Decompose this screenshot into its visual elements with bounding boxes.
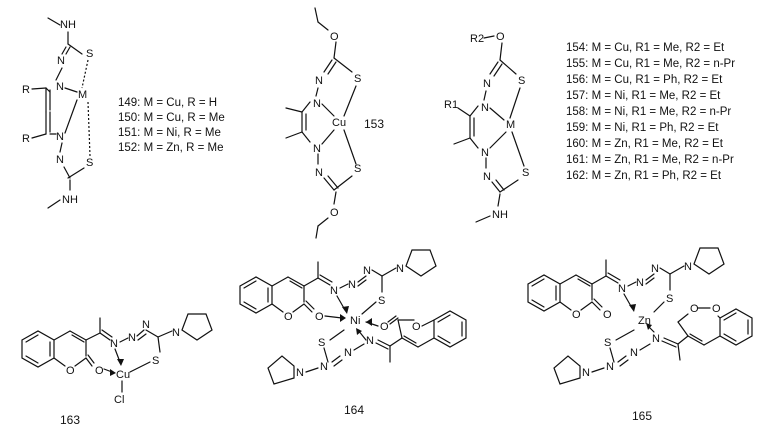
s-label: S (86, 48, 93, 60)
n-label: N (296, 367, 304, 379)
metal-label: Cu (332, 117, 346, 129)
structure-153: O S N N Cu N N S O 153 (285, 7, 384, 239)
n-label: N (630, 347, 638, 359)
o-label: O (496, 31, 505, 43)
nh-label: NH (62, 194, 78, 206)
metal-label: M (78, 89, 87, 101)
o-label: O (690, 303, 699, 315)
metal-label: Cu (116, 369, 130, 381)
n-label: N (348, 279, 356, 291)
n-label: N (652, 333, 660, 345)
o-label: O (412, 321, 421, 333)
n-label: N (128, 332, 136, 344)
s-label: S (354, 163, 361, 175)
legend-line: 152: M = Zn, R = Me (118, 142, 223, 154)
r-label: R (22, 84, 30, 96)
legend-line: 159: M = Ni, R1 = Ph, R2 = Et (566, 122, 719, 134)
n-label: N (313, 98, 321, 110)
r-label: R (22, 133, 30, 145)
s-label: S (666, 293, 673, 305)
s-label: S (604, 337, 611, 349)
structure-154-162: R2 O S N N M R1 N N S NH 154: M = Cu, R1… (444, 31, 735, 223)
n-label: N (142, 319, 150, 331)
nh-label: NH (492, 209, 508, 221)
legend-line: 157: M = Ni, R1 = Me, R2 = Et (566, 90, 721, 102)
n-label: N (57, 55, 65, 67)
legend-line: 149: M = Cu, R = H (118, 97, 217, 109)
n-label: N (618, 283, 626, 295)
n-label: N (315, 75, 323, 87)
o-label: O (330, 31, 339, 43)
n-label: N (366, 335, 374, 347)
s-label: S (152, 355, 159, 367)
n-label: N (330, 285, 338, 297)
n-label: N (56, 154, 64, 166)
o-label: O (712, 303, 721, 315)
n-label: N (396, 263, 404, 275)
r1-label: R1 (444, 99, 458, 111)
s-label: S (522, 167, 529, 179)
o-label: O (284, 311, 293, 323)
n-label: N (483, 78, 491, 90)
n-label: N (684, 261, 692, 273)
o-label: O (66, 365, 75, 377)
legend-line: 155: M = Cu, R1 = Me, R2 = n-Pr (566, 58, 735, 70)
n-label: N (313, 143, 321, 155)
o-label: O (380, 321, 389, 333)
compound-number: 163 (60, 413, 80, 427)
compound-number: 165 (632, 409, 652, 423)
legend-line: 158: M = Ni, R1 = Me, R2 = n-Pr (566, 106, 731, 118)
structure-165: O O N N N S N Zn O O (527, 247, 753, 423)
metal-label: Ni (350, 315, 360, 327)
n-label: N (582, 367, 590, 379)
n-label: N (363, 265, 371, 277)
n-label: N (315, 167, 323, 179)
n-label: N (606, 361, 614, 373)
r2-label: R2 (470, 33, 484, 45)
s-label: S (318, 337, 325, 349)
s-label: S (518, 75, 525, 87)
s-label: S (378, 295, 385, 307)
s-label: S (86, 157, 93, 169)
o-label: O (315, 311, 324, 323)
n-label: N (481, 147, 489, 159)
compound-number: 153 (364, 117, 384, 131)
n-label: N (172, 327, 180, 339)
o-label: O (603, 309, 612, 321)
nh-label: NH (60, 19, 76, 31)
legend-line: 156: M = Cu, R1 = Ph, R2 = Et (566, 74, 723, 86)
o-label: O (330, 207, 339, 219)
structure-149-152: NH N S N M R R N N S NH 149: M = Cu, R =… (22, 17, 225, 209)
legend-line: 151: M = Ni, R = Me (118, 127, 221, 139)
legend-line: 150: M = Cu, R = Me (118, 112, 225, 124)
n-label: N (56, 81, 64, 93)
o-label: O (95, 365, 104, 377)
structure-163: O O Cu Cl N N N S N 163 (21, 313, 213, 427)
n-label: N (110, 338, 118, 350)
metal-label: M (506, 119, 515, 131)
s-label: S (354, 73, 361, 85)
legend-line: 161: M = Zn, R1 = Me, R2 = n-Pr (566, 154, 734, 166)
legend-line: 154: M = Cu, R1 = Me, R2 = Et (566, 42, 725, 54)
n-label: N (344, 347, 352, 359)
n-label: N (483, 171, 491, 183)
legend-line: 160: M = Zn, R1 = Me, R2 = Et (566, 138, 724, 150)
n-label: N (651, 263, 659, 275)
cl-label: Cl (114, 394, 124, 406)
n-label: N (636, 277, 644, 289)
n-label: N (320, 361, 328, 373)
compound-number: 164 (344, 403, 364, 417)
n-label: N (481, 102, 489, 114)
structure-164: O O N N N S N Ni O O (239, 249, 467, 417)
n-label: N (56, 131, 64, 143)
o-label: O (572, 309, 581, 321)
legend-line: 162: M = Zn, R1 = Ph, R2 = Et (566, 170, 722, 182)
